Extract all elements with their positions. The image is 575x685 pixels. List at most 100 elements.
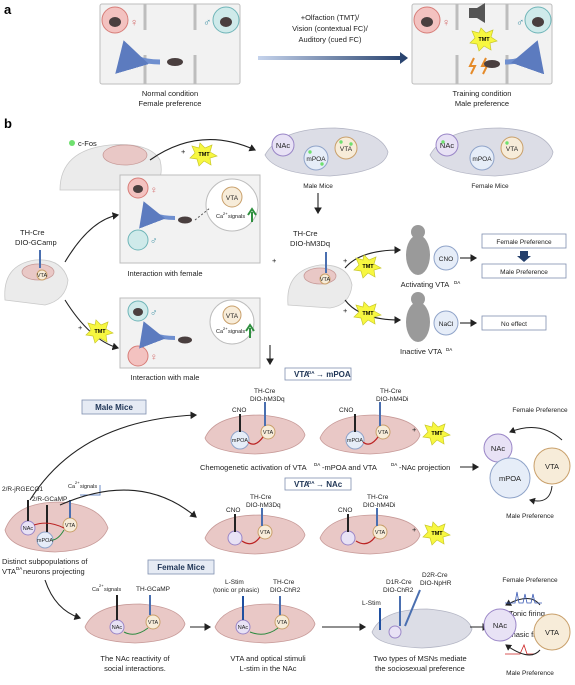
female-symbol-4: ♀	[150, 352, 158, 363]
plus-5: +	[343, 306, 348, 315]
distinct-line-2-end: neurons projecting	[23, 567, 85, 576]
dio-hm3dq-2: DIO-hM3Dq	[250, 396, 285, 403]
plus-7: +	[412, 525, 417, 534]
dual-vta: VTA	[65, 523, 76, 529]
circuit2-nac: NAc	[493, 621, 507, 630]
activating-vta-label: Activating VTA	[401, 280, 450, 289]
female-nac-label: NAc	[440, 141, 454, 150]
shock-icon	[468, 57, 477, 75]
dio-hm3dq-label-1: DIO-hM3Dq	[290, 239, 330, 248]
male-symbol-3: ♂	[150, 236, 158, 247]
d1-chr2-label: DIO-ChR2	[383, 587, 414, 594]
test-mouse-icon	[167, 58, 183, 66]
nac-reactivity-2: social interactions.	[104, 664, 166, 673]
cfos-dot-icon	[69, 140, 75, 146]
jrgeco-label: 2/R-jRGECO1	[2, 486, 44, 493]
tmt-burst-icon	[469, 27, 498, 52]
cno-label-1: CNO	[439, 256, 453, 263]
condition-transition-arrow-icon	[258, 52, 408, 64]
vta-r1b: VTA	[378, 430, 389, 436]
male-mice-box-label: Male Mice	[95, 403, 133, 412]
speaker-icon	[469, 8, 477, 18]
plus-4: +	[343, 256, 348, 265]
fp-label-circuit2: Female Preference	[502, 577, 558, 584]
vta-nac-rest: → NAc	[316, 480, 343, 489]
brain-hm3dq-nac: VTA	[204, 508, 306, 555]
normal-arena: ♀ ♂	[99, 3, 241, 85]
ca-pre-3: Ca	[68, 484, 76, 490]
nac-reactivity-1: The NAc reactivity of	[100, 654, 170, 663]
ca-up-arrow-icon	[247, 207, 257, 222]
d2-nphr-label: DIO-NpHR	[420, 580, 452, 587]
nacl-mouse: NaCl	[406, 292, 459, 342]
gcamp2-label: 2/R-GCaMP	[32, 496, 67, 503]
ca-pre-2: Ca	[216, 329, 224, 335]
dio-hm4di-1: DIO-hM4Di	[376, 396, 409, 403]
no-effect-label: No effect	[501, 321, 527, 328]
brain-hm4di-mpoa: mPOA VTA	[319, 402, 421, 455]
female-preference-box-label: Female Preference	[496, 239, 552, 246]
distinct-line-2: VTA	[2, 567, 16, 576]
normal-condition-label: Normal condition	[142, 89, 198, 98]
th-cre-6: TH-Cre	[367, 494, 389, 501]
interaction-female-box: ♀ ♂ VTA Ca 2+ signals	[119, 174, 261, 264]
male-brain: NAc mPOA VTA	[264, 127, 389, 177]
male-vta-label: VTA	[340, 146, 353, 153]
brain-nac-reactivity: NAc VTA	[84, 595, 186, 644]
brain-msn	[371, 589, 473, 649]
interaction-male-box: ♂ ♀ VTA Ca 2+ signals	[119, 297, 261, 369]
male-mouse-icon	[220, 17, 232, 27]
vta-optical-2: L-stim in the NAc	[239, 664, 296, 673]
ca-sup-3: 2+	[75, 480, 80, 485]
panel-b-label: b	[4, 116, 12, 131]
phasic-trace-icon	[505, 643, 534, 655]
cfos-label: c-Fos	[78, 139, 97, 148]
brain-hm3dq-mpoa: mPOA VTA	[204, 402, 306, 455]
male-preference-label: Male preference	[455, 99, 509, 108]
two-types-1: Two types of MSNs mediate	[373, 654, 466, 663]
hm3dq-vta-label: VTA	[320, 277, 331, 283]
nacl-label: NaCl	[439, 321, 454, 328]
ca-sup-4: 2+	[99, 583, 104, 588]
tmt-3: TMT	[362, 264, 374, 270]
vta-mpoa-rest: → mPOA	[316, 370, 351, 379]
tmt-1: TMT	[198, 152, 210, 158]
bottom2-nac: NAc	[238, 625, 249, 631]
vta-optical-1: VTA and optical stimuli	[230, 654, 306, 663]
tmt-6: TMT	[431, 531, 443, 537]
cno-mouse: CNO	[406, 225, 459, 275]
ca-pre-4: Ca	[92, 587, 100, 593]
mp-label-circuit1: Male Preference	[506, 513, 554, 520]
circuit1-vta: VTA	[545, 462, 559, 471]
fp-label-circuit1: Female Preference	[512, 407, 568, 414]
hm3dq-mouse: VTA	[287, 252, 353, 309]
da-sup-5: DA	[391, 462, 397, 467]
th-cre-3: TH-Cre	[254, 388, 276, 395]
dio-chr2-1: DIO-ChR2	[270, 587, 301, 594]
bottom1-nac: NAc	[112, 625, 123, 631]
female-int-vta-label: VTA	[226, 195, 239, 202]
male-preference-box-label: Male Preference	[500, 269, 548, 276]
stimulus-line-2: Vision (contextual FC)/	[292, 24, 369, 33]
interaction-female-label: Interaction with female	[127, 269, 202, 278]
ca-pre-1: Ca	[216, 214, 224, 220]
female-symbol-2: ♀	[442, 17, 450, 29]
tmt-label-a: TMT	[478, 37, 490, 43]
circuit1-nac: NAc	[491, 444, 505, 453]
th-gcamp-label: TH-GCaMP	[136, 586, 170, 593]
vta-nac-vta: VTA	[294, 480, 310, 489]
brain-optical-stim: NAc VTA	[214, 596, 316, 644]
ca-sup-1: 2+	[223, 211, 228, 216]
preference-arrow-icon	[115, 40, 161, 74]
dio-hm3dq-3: DIO-hM3Dq	[246, 502, 281, 509]
female-preference-label: Female preference	[139, 99, 202, 108]
ca-post-3: signals	[80, 484, 97, 490]
bottom2-vta: VTA	[277, 620, 288, 626]
gcamp-mouse: VTA	[4, 250, 69, 306]
dual-mpoa: mPOA	[37, 538, 54, 544]
male-symbol-2: ♂	[516, 17, 524, 29]
tmt-2: TMT	[94, 329, 106, 335]
d1r-cre-label: D1R-Cre	[386, 579, 412, 586]
th-cre-5: TH-Cre	[250, 494, 272, 501]
plus-2: +	[78, 323, 83, 332]
